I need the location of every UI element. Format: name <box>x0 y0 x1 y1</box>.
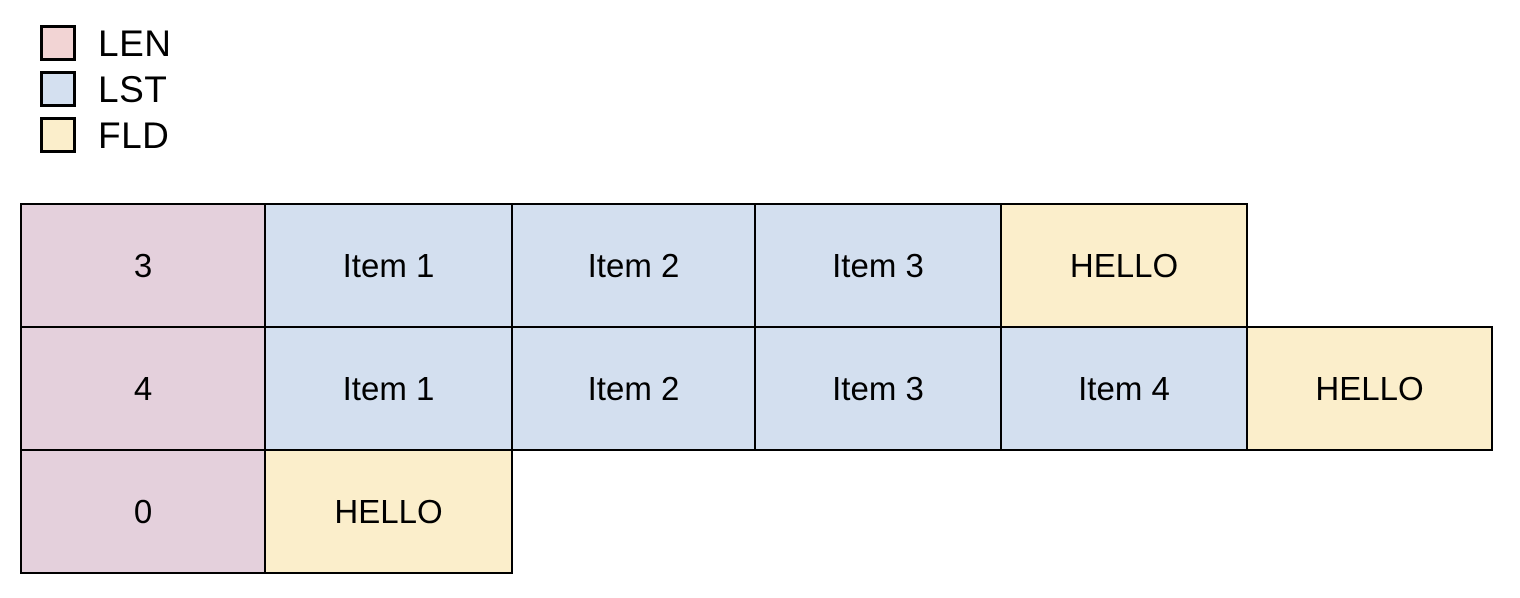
legend: LEN LST FLD <box>40 22 172 156</box>
table-cell-lst: Item 3 <box>754 203 1002 328</box>
table-cell-len: 3 <box>20 203 266 328</box>
table-cell-lst: Item 2 <box>511 326 756 451</box>
table-cell-lst: Item 4 <box>1000 326 1248 451</box>
table-cell-lst: Item 3 <box>754 326 1002 451</box>
legend-swatch-len-icon <box>40 25 76 61</box>
legend-swatch-lst-icon <box>40 71 76 107</box>
table-cell-lst: Item 1 <box>264 326 513 451</box>
table-cell-fld: HELLO <box>1000 203 1248 328</box>
legend-label-fld: FLD <box>98 114 170 156</box>
table-cell-lst: Item 2 <box>511 203 756 328</box>
legend-swatch-fld-icon <box>40 117 76 153</box>
table-cell-fld: HELLO <box>264 449 513 574</box>
table-cell-len: 0 <box>20 449 266 574</box>
legend-label-lst: LST <box>98 68 168 110</box>
legend-item-lst: LST <box>40 68 171 110</box>
table-cell-fld: HELLO <box>1246 326 1493 451</box>
table-cell-lst: Item 1 <box>264 203 513 328</box>
legend-item-fld: FLD <box>40 114 171 156</box>
legend-label-len: LEN <box>98 22 172 64</box>
legend-item-len: LEN <box>40 22 172 64</box>
table-cell-len: 4 <box>20 326 266 451</box>
